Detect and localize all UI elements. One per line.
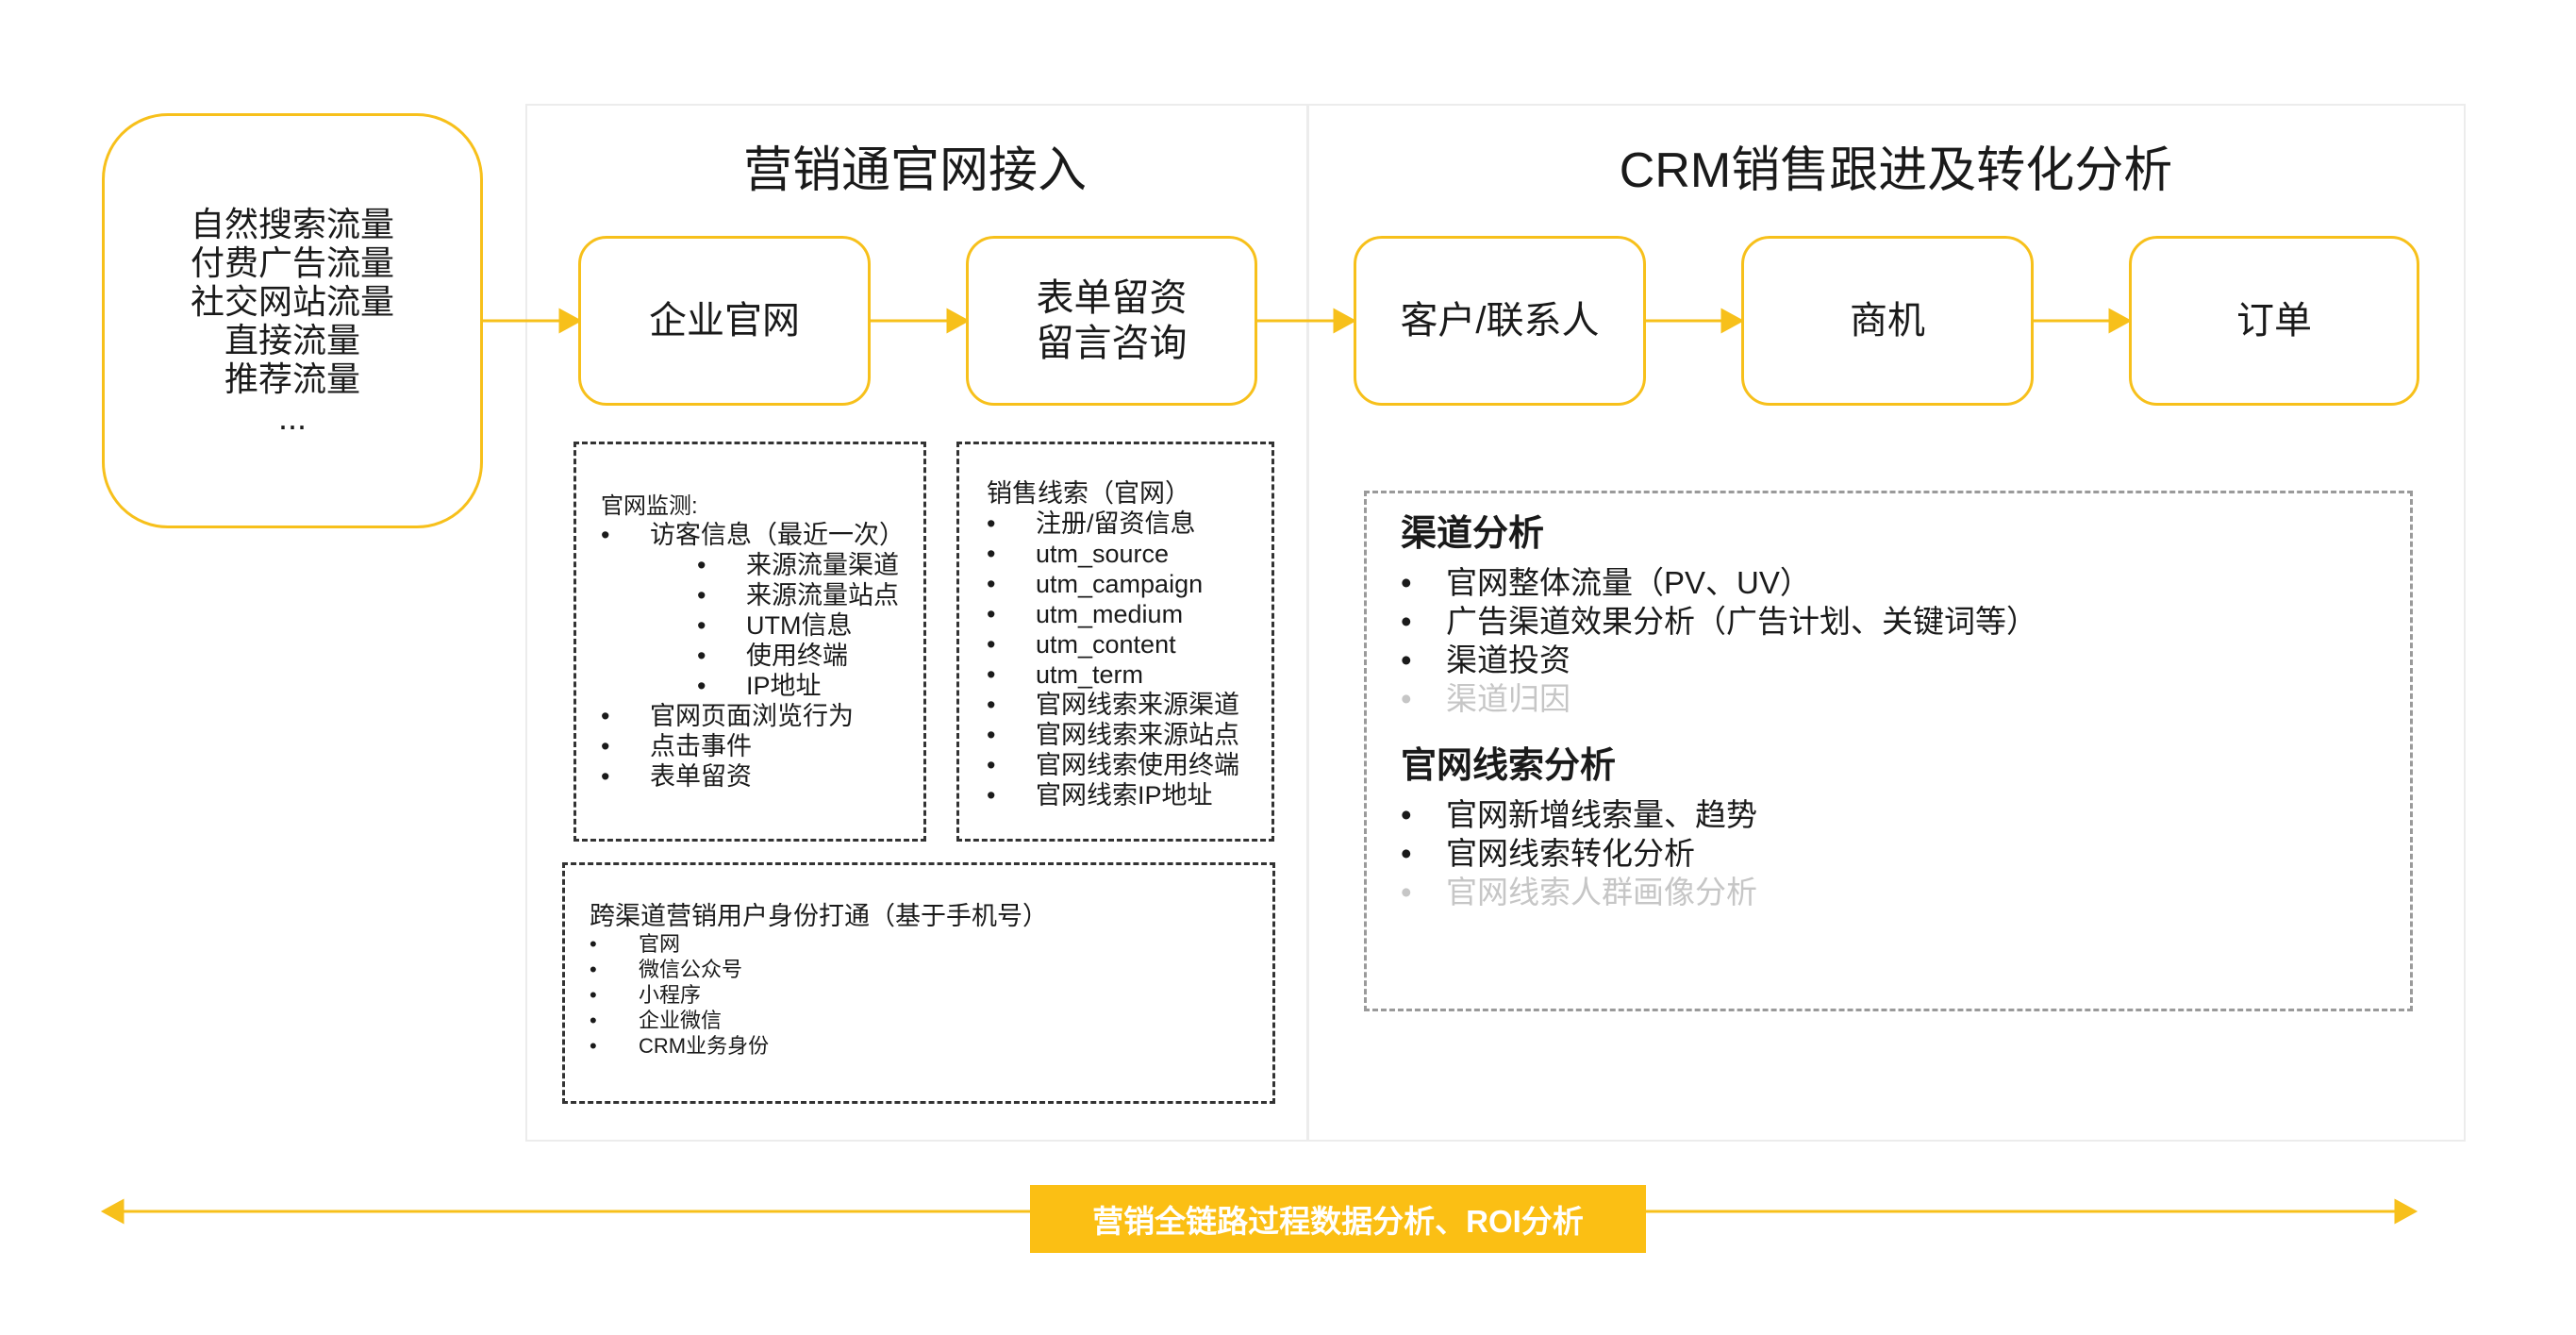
traffic-source-item: ... (277, 398, 307, 437)
node-contacts: 客户/联系人 (1354, 236, 1646, 406)
analysis-box: 渠道分析 官网整体流量（PV、UV） 广告渠道效果分析（广告计划、关键词等） 渠… (1364, 491, 2413, 1011)
list-item: 访客信息（最近一次） (601, 520, 923, 550)
sales-leads-list: 注册/留资信息 utm_source utm_campaign utm_medi… (987, 509, 1271, 810)
cross-channel-list: 官网 微信公众号 小程序 企业微信 CRM业务身份 (590, 931, 1272, 1059)
list-item: 渠道归因 (1401, 679, 2410, 718)
timeline-arrow-right (2394, 1198, 2418, 1225)
list-item: 官网线索来源渠道 (987, 690, 1271, 720)
node-order-label: 订单 (2236, 300, 2312, 342)
list-item: utm_campaign (987, 569, 1271, 599)
node-order: 订单 (2129, 236, 2419, 406)
leads-analysis-list: 官网新增线索量、趋势 官网线索转化分析 官网线索人群画像分析 (1401, 795, 2410, 911)
list-item: 来源流量站点 (601, 580, 923, 610)
list-item: CRM业务身份 (590, 1033, 1272, 1059)
channel-analysis-title: 渠道分析 (1401, 514, 1545, 554)
list-item: 官网整体流量（PV、UV） (1401, 563, 2410, 602)
sales-leads-box: 销售线索（官网） 注册/留资信息 utm_source utm_campaign… (956, 442, 1274, 842)
list-item: 官网线索人群画像分析 (1401, 873, 2410, 911)
node-form-label-1: 表单留资 (1036, 277, 1188, 319)
node-official-site: 企业官网 (578, 236, 871, 406)
list-item: 微信公众号 (590, 957, 1272, 982)
node-opportunity-label: 商机 (1850, 300, 1925, 342)
traffic-source-item: 直接流量 (224, 321, 360, 359)
arrow-head (1333, 308, 1357, 334)
roi-banner-label: 营销全链路过程数据分析、ROI分析 (1092, 1204, 1584, 1239)
leads-analysis-title: 官网线索分析 (1401, 746, 1617, 786)
node-form-submission: 表单留资 留言咨询 (966, 236, 1257, 406)
list-item: 渠道投资 (1401, 641, 2410, 679)
list-item: 小程序 (590, 982, 1272, 1008)
traffic-source-item: 自然搜索流量 (190, 205, 394, 243)
traffic-source-item: 推荐流量 (224, 359, 360, 398)
monitoring-list: 访客信息（最近一次） 来源流量渠道 来源流量站点 UTM信息 使用终端 IP地址… (601, 520, 923, 792)
channel-analysis-list: 官网整体流量（PV、UV） 广告渠道效果分析（广告计划、关键词等） 渠道投资 渠… (1401, 563, 2410, 718)
sales-leads-heading: 销售线索（官网） (987, 479, 1190, 508)
arrow-head (1720, 308, 1745, 334)
list-item: IP地址 (601, 671, 923, 701)
list-item: 注册/留资信息 (987, 509, 1271, 539)
traffic-source-item: 社交网站流量 (190, 282, 394, 321)
list-item: 官网页面浏览行为 (601, 701, 923, 731)
list-item: utm_content (987, 629, 1271, 659)
cross-channel-heading: 跨渠道营销用户身份打通（基于手机号） (590, 902, 1048, 930)
website-monitoring-box: 官网监测: 访客信息（最近一次） 来源流量渠道 来源流量站点 UTM信息 使用终… (573, 442, 926, 842)
website-access-title: 营销通官网接入 (742, 143, 1087, 198)
list-item: 官网 (590, 931, 1272, 957)
node-opportunity: 商机 (1741, 236, 2034, 406)
monitoring-heading: 官网监测: (601, 493, 698, 519)
list-item: 官网线索转化分析 (1401, 834, 2410, 873)
node-contacts-label: 客户/联系人 (1400, 300, 1600, 342)
timeline-arrow-left (100, 1198, 125, 1225)
list-item: 使用终端 (601, 641, 923, 671)
list-item: 广告渠道效果分析（广告计划、关键词等） (1401, 602, 2410, 641)
arrow-head (2108, 308, 2133, 334)
list-item: 官网线索IP地址 (987, 780, 1271, 810)
list-item: 企业微信 (590, 1008, 1272, 1033)
crm-section-title: CRM销售跟进及转化分析 (1619, 143, 2173, 198)
list-item: 官网线索来源站点 (987, 720, 1271, 750)
traffic-source-item: 付费广告流量 (190, 243, 394, 282)
roi-banner: 营销全链路过程数据分析、ROI分析 (1030, 1185, 1646, 1253)
list-item: utm_term (987, 659, 1271, 690)
list-item: 来源流量渠道 (601, 550, 923, 580)
list-item: 官网新增线索量、趋势 (1401, 795, 2410, 834)
list-item: utm_source (987, 539, 1271, 569)
cross-channel-box: 跨渠道营销用户身份打通（基于手机号） 官网 微信公众号 小程序 企业微信 CRM… (562, 862, 1275, 1104)
list-item: 官网线索使用终端 (987, 750, 1271, 780)
list-item: utm_medium (987, 599, 1271, 629)
node-official-site-label: 企业官网 (649, 300, 800, 342)
arrow-head (558, 308, 583, 334)
node-form-label-2: 留言咨询 (1036, 323, 1188, 364)
list-item: 点击事件 (601, 731, 923, 761)
list-item: 表单留资 (601, 761, 923, 792)
arrow-head (946, 308, 971, 334)
traffic-sources-box: 自然搜索流量 付费广告流量 社交网站流量 直接流量 推荐流量 ... (102, 113, 483, 528)
list-item: UTM信息 (601, 610, 923, 641)
